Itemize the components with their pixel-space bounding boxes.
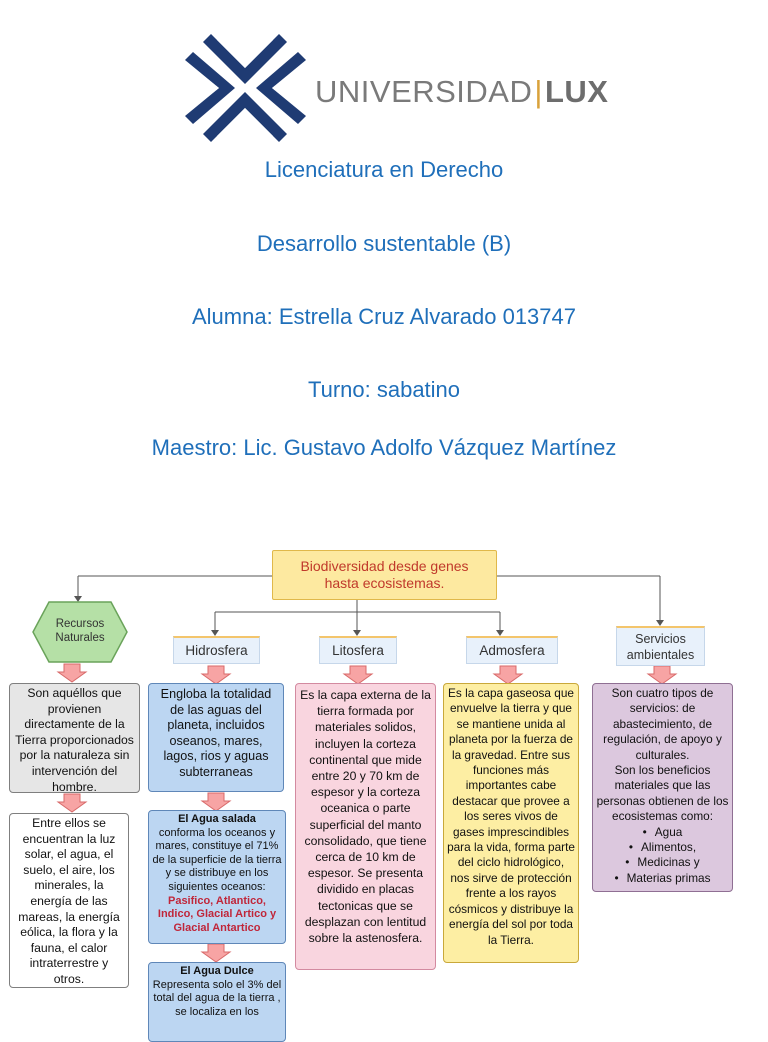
student-name: Alumna: Estrella Cruz Alvarado 013747 [192, 304, 576, 329]
concept-map-title: Biodiversidad desde genes hasta ecosiste… [272, 550, 497, 600]
label-litosfera: Litosfera [319, 636, 397, 664]
label-admosfera: Admosfera [466, 636, 558, 664]
course-title: Desarrollo sustentable (B) [256, 231, 512, 256]
recursos-hexagon [32, 601, 128, 663]
admosfera-definition: Es la capa gaseosa que envuelve la tierr… [443, 683, 579, 963]
litosfera-definition: Es la capa externa de la tierra formada … [295, 683, 436, 970]
agua-dulce-box: El Agua Dulce Representa solo el 3% del … [148, 962, 286, 1042]
agua-salada-box: El Agua salada conforma los oceanos y ma… [148, 810, 286, 944]
list-item: Agua [596, 825, 729, 840]
label-hidrosfera: Hidrosfera [173, 636, 260, 664]
recursos-examples: Entre ellos se encuentran la luz solar, … [9, 813, 129, 988]
list-item: Medicinas y [596, 855, 729, 870]
servicios-definition: Son cuatro tipos de servicios: de abaste… [592, 683, 733, 892]
list-item: Materias primas [596, 871, 729, 886]
degree-title: Licenciatura en Derecho [264, 157, 504, 182]
hidrosfera-definition: Engloba la totalidad de las aguas del pl… [148, 683, 284, 792]
recursos-label: Recursos Naturales [55, 618, 105, 644]
shift-info: Turno: sabatino [307, 377, 461, 402]
label-servicios: Servicios ambientales [616, 626, 705, 666]
university-logo-icon [185, 34, 306, 142]
university-logo-text: UNIVERSIDAD|LUX [315, 74, 609, 109]
list-item: Alimentos, [596, 840, 729, 855]
recursos-definition: Son aquéllos que provienen directamente … [9, 683, 140, 794]
servicios-list: Agua Alimentos, Medicinas y Materias pri… [596, 825, 729, 887]
teacher-name: Maestro: Lic. Gustavo Adolfo Vázquez Mar… [151, 435, 617, 460]
map-connectors [56, 575, 678, 963]
